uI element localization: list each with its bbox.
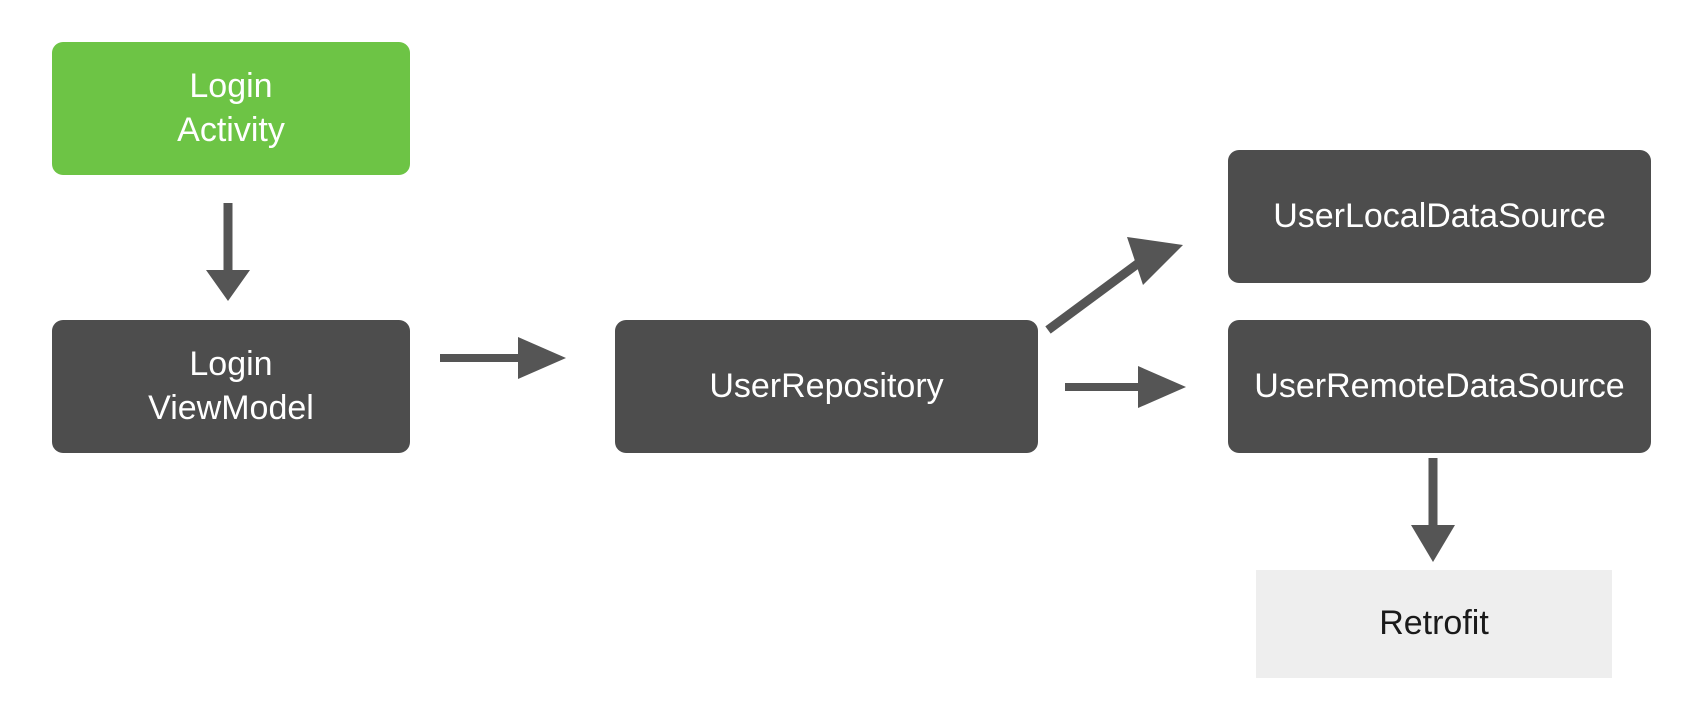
- edge-viewmodel-to-repository: [440, 337, 566, 379]
- edge-repository-to-remote: [1065, 366, 1186, 408]
- node-user-repository[interactable]: UserRepository: [615, 320, 1038, 453]
- node-login-viewmodel[interactable]: Login ViewModel: [52, 320, 410, 453]
- edge-activity-to-viewmodel: [206, 203, 250, 301]
- edge-repository-to-local: [1045, 237, 1183, 334]
- node-user-remote-datasource[interactable]: UserRemoteDataSource: [1228, 320, 1651, 453]
- node-login-activity[interactable]: Login Activity: [52, 42, 410, 175]
- node-user-local-datasource[interactable]: UserLocalDataSource: [1228, 150, 1651, 283]
- edge-remote-to-retrofit: [1411, 458, 1455, 562]
- node-retrofit[interactable]: Retrofit: [1256, 570, 1612, 678]
